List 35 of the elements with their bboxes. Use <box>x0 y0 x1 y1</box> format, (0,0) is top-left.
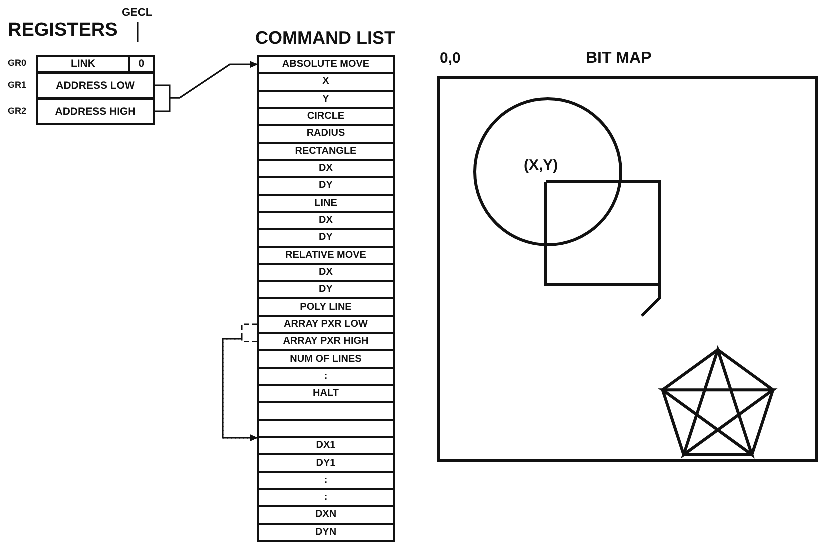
command-entry: POLY LINE <box>257 297 395 317</box>
register-name: GR2 <box>8 106 27 116</box>
command-entry: ARRAY PXR HIGH <box>257 332 395 352</box>
register-row: ADDRESS LOW <box>36 72 155 99</box>
command-entry: HALT <box>257 384 395 404</box>
command-entry: DYN <box>257 522 395 542</box>
command-entry: RELATIVE MOVE <box>257 246 395 265</box>
register-name: GR1 <box>8 80 27 90</box>
register-name: GR0 <box>8 58 27 68</box>
command-entry: DXN <box>257 505 395 525</box>
command-entry: NUM OF LINES <box>257 349 395 369</box>
register-row <box>36 55 155 73</box>
command-entry: DX1 <box>257 436 395 456</box>
command-entry: RADIUS <box>257 124 395 144</box>
signal-name: GECL <box>122 7 153 19</box>
command-entry: RECTANGLE <box>257 142 395 161</box>
command-entry: ABSOLUTE MOVE <box>257 55 395 74</box>
command-entry: X <box>257 72 395 92</box>
register-field: LINK <box>38 57 128 71</box>
command-entry: LINE <box>257 194 395 213</box>
command-entry: DY <box>257 228 395 248</box>
empty-entry <box>257 401 395 421</box>
command-entry: DY <box>257 280 395 300</box>
register-row: ADDRESS HIGH <box>36 98 155 125</box>
arrow <box>155 61 258 112</box>
command-entry: : <box>257 488 395 508</box>
command-entry: Y <box>257 90 395 109</box>
point-label: (X,Y) <box>524 157 558 174</box>
heading: BIT MAP <box>586 50 652 68</box>
heading: REGISTERS <box>8 20 118 42</box>
origin-coordinate: 0,0 <box>440 50 461 67</box>
command-entry: : <box>257 470 395 490</box>
command-entry: DY1 <box>257 453 395 473</box>
heading: COMMAND LIST <box>254 28 396 49</box>
command-entry: DY <box>257 176 395 196</box>
